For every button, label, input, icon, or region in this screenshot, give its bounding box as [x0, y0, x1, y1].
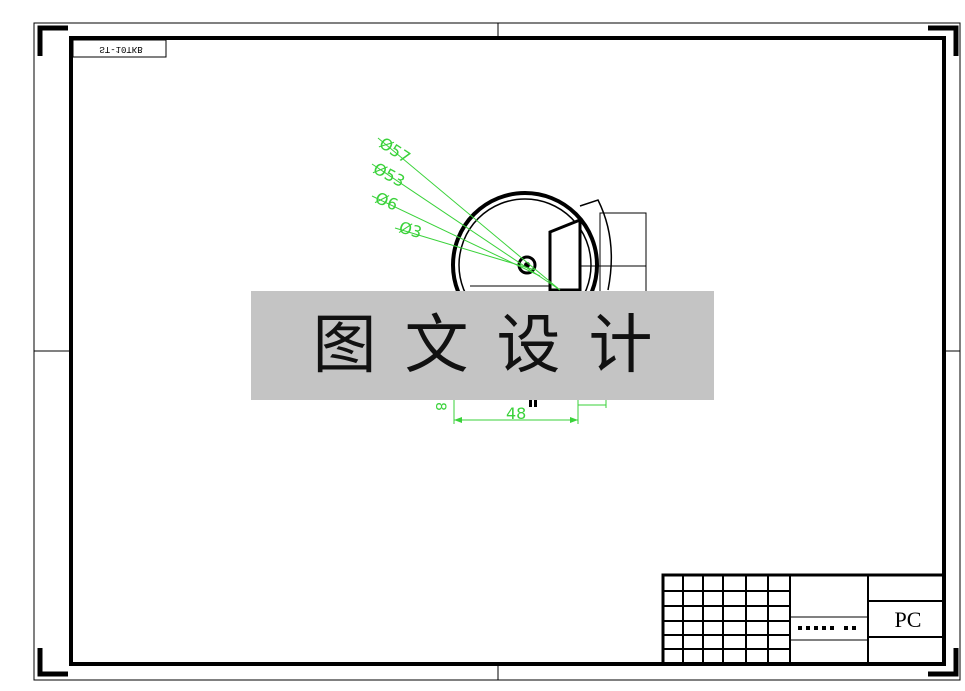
leader-d57: [377, 137, 561, 291]
leader-d3: [394, 227, 536, 271]
corner-tag-box: [72, 39, 167, 58]
pin-left: [529, 399, 532, 407]
drawing-frame: [69, 36, 946, 666]
title-block-grid: [663, 575, 790, 664]
dim-label-d6: Ø6: [372, 188, 400, 214]
leader-d53: [371, 163, 561, 291]
title-block-marks: [798, 626, 856, 630]
side-profile-arc: [579, 199, 613, 291]
watermark-banner: 图文设计: [251, 291, 714, 400]
corner-tag: ST-10TKB: [99, 44, 143, 54]
corner-bracket-bl: [37, 648, 68, 677]
dim-label-side: 8: [432, 402, 448, 411]
corner-bracket-tl: [37, 25, 68, 56]
part-notch: [548, 217, 582, 292]
dim-arrow-left: [454, 417, 462, 423]
dim-label-width: 48: [506, 404, 526, 423]
pin-right: [534, 399, 537, 407]
dim-label-d3: Ø3: [397, 218, 424, 243]
title-block: [661, 573, 946, 666]
corner-bracket-tr: [928, 25, 959, 56]
watermark-text: 图文设计: [312, 308, 681, 383]
title-block-code: PC: [894, 607, 922, 632]
corner-bracket-br: [928, 648, 959, 677]
dim-arrow-right: [570, 417, 578, 423]
